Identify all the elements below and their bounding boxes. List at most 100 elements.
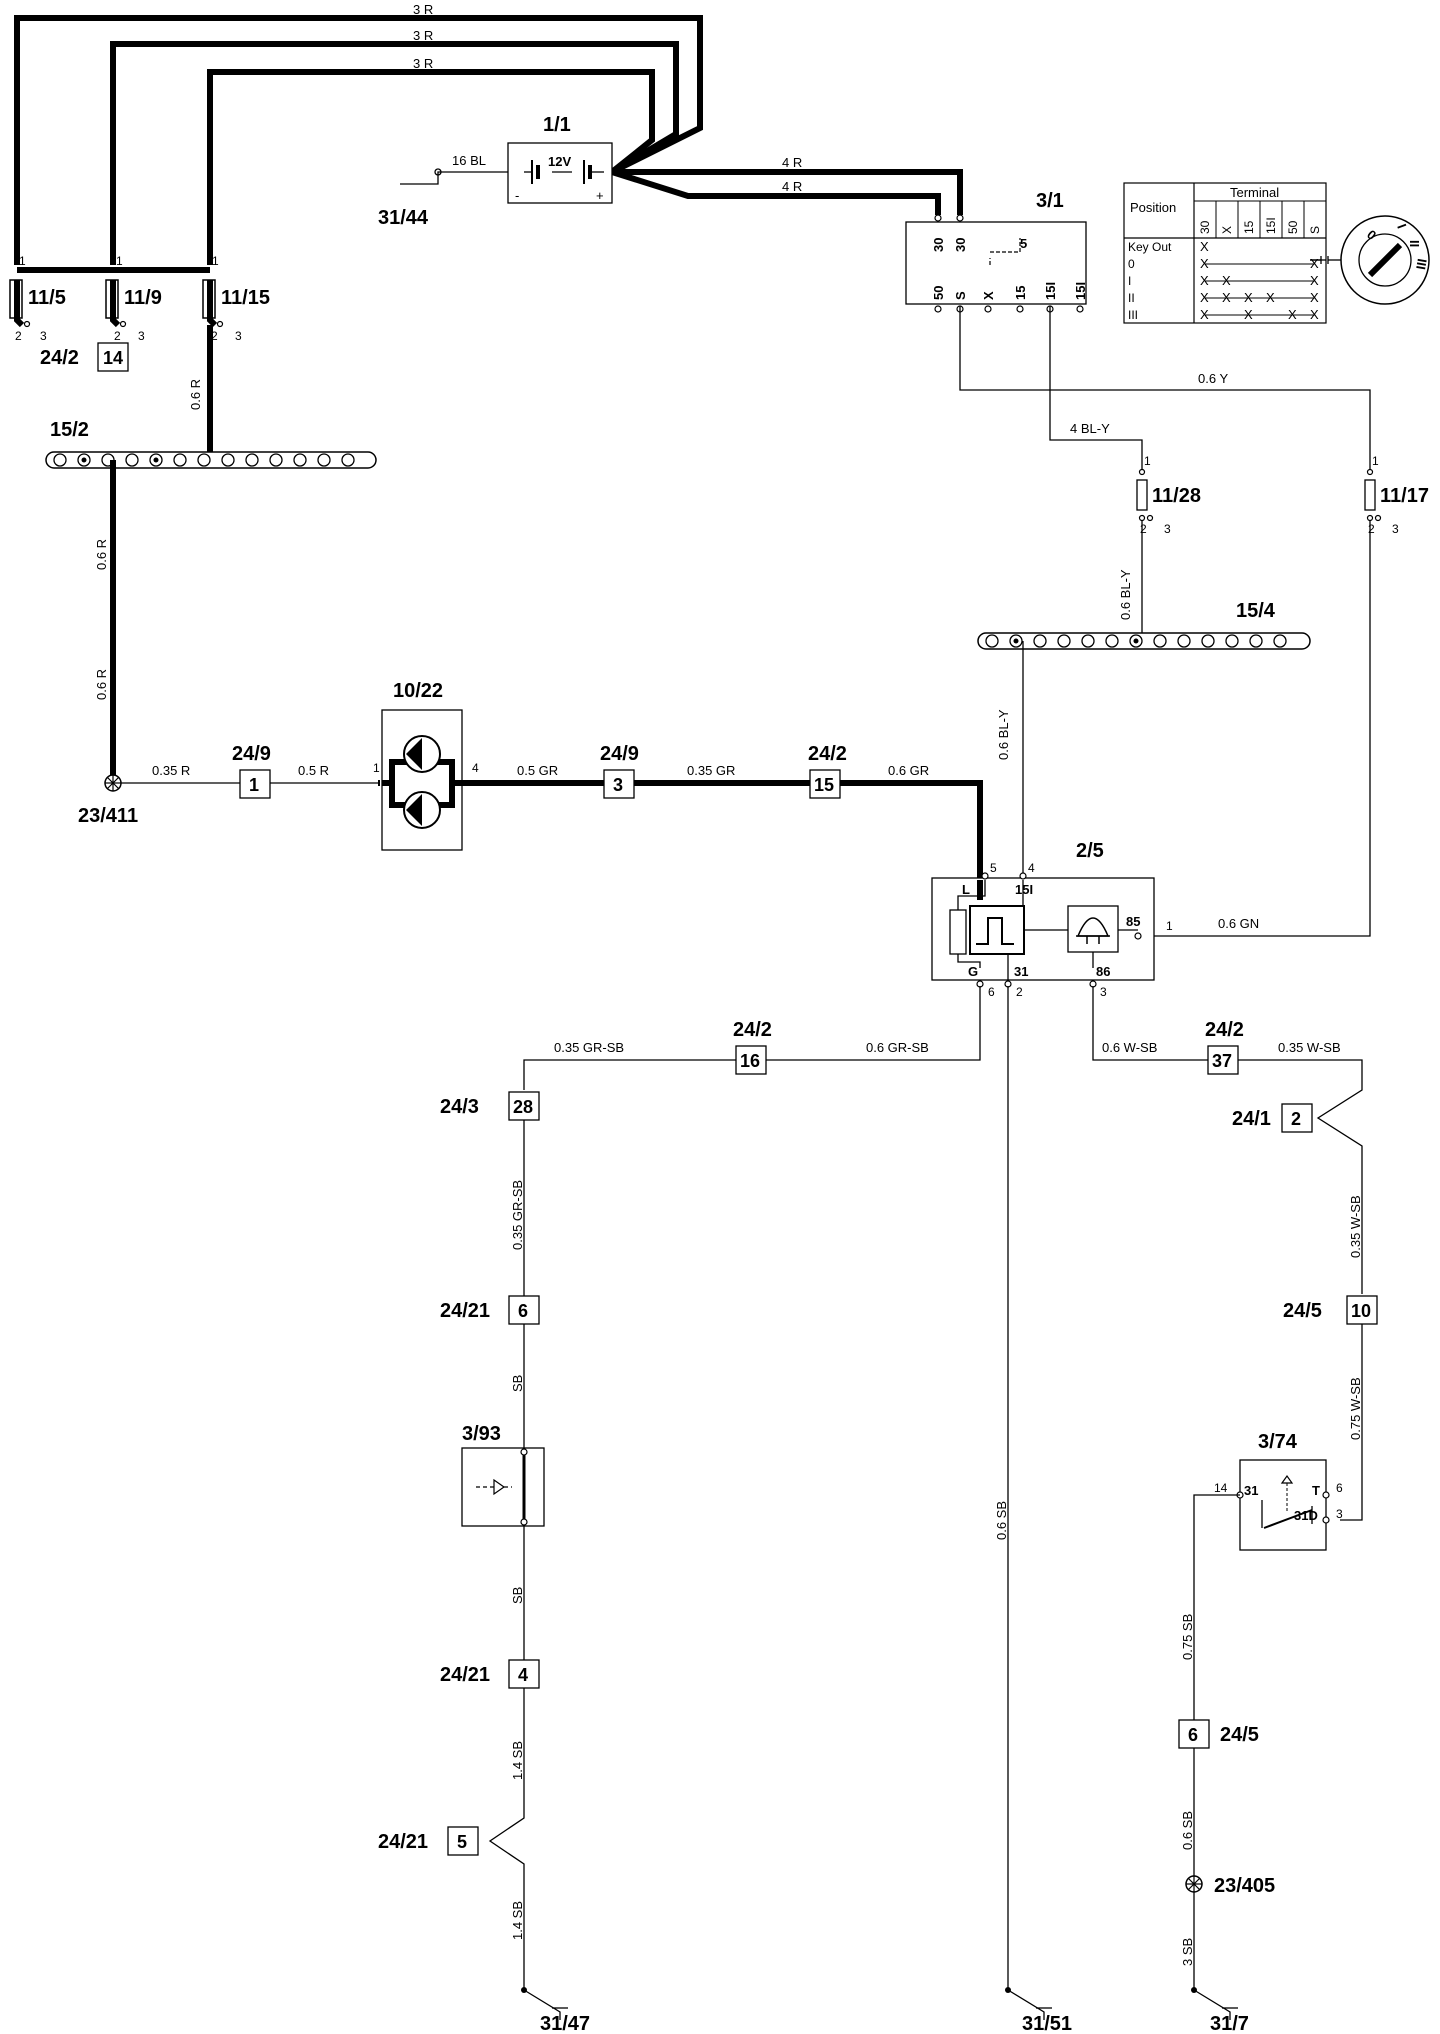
wire-label-bat-sw2: 4 R bbox=[782, 179, 802, 194]
ignition-bottom-terminal: X bbox=[981, 291, 996, 300]
ign-inner-5: 5 bbox=[1020, 236, 1027, 251]
wire-label-top3: 3 R bbox=[413, 56, 433, 71]
conn-24-21-4-pin: 4 bbox=[518, 1665, 528, 1685]
relay-term-86: 86 bbox=[1096, 964, 1110, 979]
dial-pos-2: II bbox=[1407, 240, 1422, 247]
busbar-hole bbox=[1177, 634, 1191, 648]
fuse-11-9-pin3: 3 bbox=[138, 329, 145, 343]
busbar-tap bbox=[153, 457, 159, 463]
wire-label-gn: 0.6 GN bbox=[1218, 916, 1259, 931]
conn-24-2-15-id: 24/2 bbox=[808, 743, 847, 765]
key-table-terminal-header: Terminal bbox=[1230, 185, 1279, 200]
conn-24-2-16-id: 24/2 bbox=[733, 1019, 772, 1041]
conn-24-5-10-id: 24/5 bbox=[1283, 1300, 1322, 1322]
dial-pos-3: III bbox=[1413, 257, 1430, 270]
battery-neg: - bbox=[515, 188, 519, 203]
conn-24-9-3-id: 24/9 bbox=[600, 743, 639, 765]
busbar-tap bbox=[1013, 638, 1019, 644]
relay-term-G: G bbox=[968, 964, 978, 979]
conn-24-2-14-pin: 14 bbox=[103, 348, 123, 368]
ground-31-44-label: 31/44 bbox=[378, 207, 429, 229]
connector-box-24-9-3 bbox=[603, 769, 635, 799]
fuse-11-15 bbox=[202, 279, 224, 328]
busbar-hole bbox=[317, 453, 331, 467]
fuse-11-17-pin3: 3 bbox=[1392, 522, 1399, 536]
busbar-hole bbox=[125, 453, 139, 467]
key-table-column: X bbox=[1220, 226, 1234, 234]
wire-label-f15: 0.6 R bbox=[188, 379, 203, 410]
ignition-switch bbox=[905, 214, 1087, 305]
key-table-row-label: 0 bbox=[1128, 257, 1135, 271]
busbar-hole bbox=[1081, 634, 1095, 648]
key-table-mark: X bbox=[1200, 273, 1209, 288]
fuse-11-28-pin3: 3 bbox=[1164, 522, 1171, 536]
battery-voltage: 12V bbox=[548, 154, 571, 169]
relay-pin-2: 2 bbox=[1016, 985, 1023, 999]
terminal-dot bbox=[984, 305, 992, 313]
conn-24-2-37-id: 24/2 bbox=[1205, 1019, 1244, 1041]
busbar-hole bbox=[1033, 634, 1047, 648]
wire-label-h2: 0.5 R bbox=[298, 763, 329, 778]
ignition-bottom-terminal: S bbox=[953, 291, 968, 300]
connector-box-24-21-5 bbox=[447, 1826, 479, 1856]
dial-pos-1: I bbox=[1394, 222, 1409, 231]
wire-label-grsb-left: 0.35 GR-SB bbox=[554, 1040, 624, 1055]
key-table-mark: X bbox=[1200, 290, 1209, 305]
s74-pin-14: 14 bbox=[1214, 1481, 1228, 1495]
ground-31-51 bbox=[1005, 1987, 1052, 2020]
lamp-pin-1: 1 bbox=[373, 761, 380, 775]
relay-term-85: 85 bbox=[1126, 914, 1140, 929]
key-table-column: 15I bbox=[1264, 217, 1278, 234]
wire-label-top2: 3 R bbox=[413, 28, 433, 43]
ignition-bottom-terminal: 15I bbox=[1043, 282, 1058, 300]
wire-label-wsb-b: 0.35 W-SB bbox=[1278, 1040, 1341, 1055]
busbar-hole bbox=[1273, 634, 1287, 648]
fuse-11-5-pin1: 1 bbox=[19, 254, 26, 268]
switch-3-74 bbox=[1236, 1459, 1330, 1551]
conn-24-21-5-pin: 5 bbox=[457, 1832, 467, 1852]
s74-pin-6: 6 bbox=[1336, 1481, 1343, 1495]
ignition-bottom-terminal: 15I bbox=[1073, 282, 1088, 300]
relay-pin-6: 6 bbox=[988, 985, 995, 999]
fuse-11-5-pin2: 2 bbox=[15, 329, 22, 343]
fuse-11-15-pin2: 2 bbox=[211, 329, 218, 343]
battery-label: 1/1 bbox=[543, 114, 571, 136]
ignition-top-terminal: 30 bbox=[931, 238, 946, 252]
battery-pos: + bbox=[596, 188, 604, 203]
relay-term-15I: 15I bbox=[1015, 882, 1033, 897]
conn-24-2-14-id: 24/2 bbox=[40, 347, 79, 369]
conn-24-3-28-pin: 28 bbox=[513, 1097, 533, 1117]
ignition-bottom-terminal: 15 bbox=[1013, 286, 1028, 300]
fuse-11-5-pin3: 3 bbox=[40, 329, 47, 343]
wire-label-sb-b: SB bbox=[510, 1587, 525, 1604]
ground-31-47-label: 31/47 bbox=[540, 2013, 590, 2034]
ignition-top-terminal: 30 bbox=[953, 238, 968, 252]
wire-label-wsb-c: 0.35 W-SB bbox=[1348, 1195, 1363, 1258]
wire-label-wsb-a: 0.6 W-SB bbox=[1102, 1040, 1157, 1055]
switch-3-93 bbox=[461, 1447, 545, 1527]
conn-24-5-10-pin: 10 bbox=[1351, 1301, 1371, 1321]
fuse-11-28-pin1: 1 bbox=[1144, 454, 1151, 468]
connector-box-24-3-28 bbox=[508, 1091, 540, 1121]
busbar-hole bbox=[173, 453, 187, 467]
terminal-dot bbox=[1016, 305, 1024, 313]
relay-pin-5: 5 bbox=[990, 861, 997, 875]
fuse-11-17-pin2: 2 bbox=[1368, 522, 1375, 536]
terminal-dot bbox=[934, 305, 942, 313]
wire-label-sb3: 3 SB bbox=[1180, 1938, 1195, 1966]
s74-pin-3: 3 bbox=[1336, 1507, 1343, 1521]
conn-24-5-6-id: 24/5 bbox=[1220, 1724, 1259, 1746]
key-table-mark: X bbox=[1200, 256, 1209, 271]
wire-label-sb075: 0.75 SB bbox=[1180, 1614, 1195, 1660]
conn-24-9-1-id: 24/9 bbox=[232, 743, 271, 765]
fuse-11-17 bbox=[1364, 468, 1382, 522]
battery bbox=[507, 142, 613, 204]
wire-label-sb06: 0.6 SB bbox=[994, 1501, 1009, 1540]
ground-23-411 bbox=[104, 774, 122, 792]
wire-label-bb-a: 0.6 R bbox=[94, 539, 109, 570]
wire-label-wsb-d: 0.75 W-SB bbox=[1348, 1377, 1363, 1440]
wire-label-grsb-v: 0.35 GR-SB bbox=[510, 1180, 525, 1250]
wire-label-bat-sw1: 4 R bbox=[782, 155, 802, 170]
relay-pin-1: 1 bbox=[1166, 919, 1173, 933]
